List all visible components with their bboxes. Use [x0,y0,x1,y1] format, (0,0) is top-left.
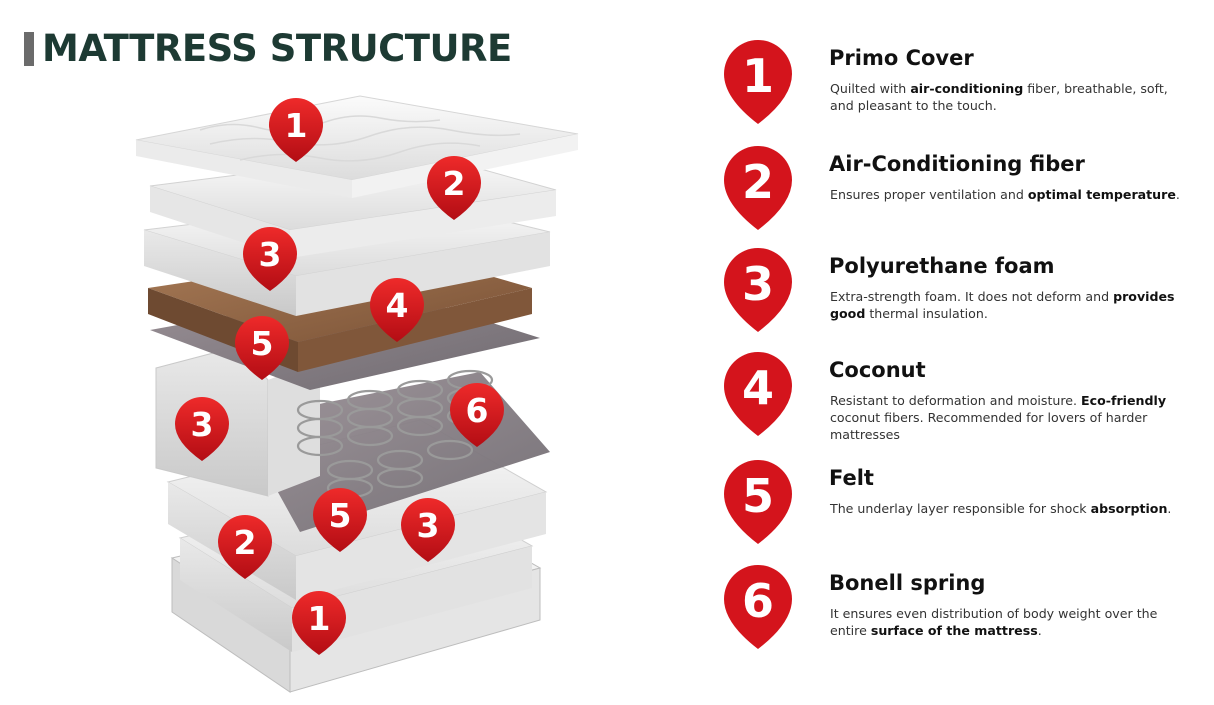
legend-heading: Air-Conditioning fiber [829,152,1085,176]
mattress-layers-illustration: 1 2 3 4 5 3 6 5 3 2 1 [135,95,579,693]
legend-heading: Polyurethane foam [829,254,1055,278]
page-title: MATTRESS STRUCTURE [42,27,512,70]
legend-description: It ensures even distribution of body wei… [830,606,1158,638]
pin-shape [243,227,297,291]
pin-marker: 1 [292,591,346,655]
legend-heading: Bonell spring [829,571,986,595]
pin-shape [218,515,272,579]
pin-marker: 2 [427,156,481,220]
legend-item: 6 Bonell spring It ensures even distributi… [716,565,1186,661]
pin-number: 6 [466,391,489,430]
title-block: MATTRESS STRUCTURE [24,30,512,67]
pin-number: 3 [259,235,282,274]
legend-heading: Felt [829,466,874,490]
legend-number: 1 [741,49,774,103]
pin-shape [450,383,504,447]
pin-shape [427,156,481,220]
pin-marker: 3 [401,498,455,562]
pin-icon [724,146,792,230]
pin-number: 1 [308,599,331,638]
legend-number: 4 [741,361,774,415]
pin-number: 1 [285,106,308,145]
pin-marker: 3 [175,396,229,461]
legend-description: Resistant to deformation and moisture. E… [830,393,1167,442]
pin-icon [724,40,792,124]
legend-heading: Primo Cover [829,46,974,70]
pin-shape [292,591,346,655]
pin-number: 2 [443,164,466,203]
legend-heading: Coconut [829,358,926,382]
legend-number: 3 [741,257,774,311]
pin-number: 3 [417,506,440,545]
title-accent-bar [24,31,34,66]
legend-description: Quilted with air-conditioning fiber, bre… [830,81,1168,113]
pin-marker: 2 [218,515,272,579]
illustration-pins: 1 2 3 4 5 3 6 5 3 2 1 [175,98,504,655]
pin-number: 5 [251,324,274,363]
pin-shape [370,278,424,342]
legend-number: 2 [741,155,774,209]
pin-marker: 4 [370,278,424,342]
pin-icon [724,565,792,649]
pin-number: 3 [191,405,214,444]
pin-shape [235,316,289,380]
pin-icon [724,460,792,544]
pin-shape [175,396,229,461]
legend-number: 5 [741,469,774,523]
legend-description: Ensures proper ventilation and optimal t… [830,187,1180,202]
legend-description: The underlay layer responsible for shock… [830,501,1172,516]
pin-marker: 6 [450,383,504,447]
pin-icon [724,248,792,332]
pin-icon [724,352,792,436]
pin-marker: 5 [313,488,367,552]
pin-marker: 5 [235,316,289,380]
legend-description: Extra-strength foam. It does not deform … [830,289,1175,321]
legend-number: 6 [741,574,774,628]
pin-number: 5 [329,496,352,535]
pin-marker: 1 [269,98,323,162]
pin-marker: 3 [243,227,297,291]
pin-number: 4 [386,286,409,325]
pin-shape [313,488,367,552]
pin-number: 2 [234,523,257,562]
pin-shape [401,498,455,562]
pin-shape [269,98,323,162]
